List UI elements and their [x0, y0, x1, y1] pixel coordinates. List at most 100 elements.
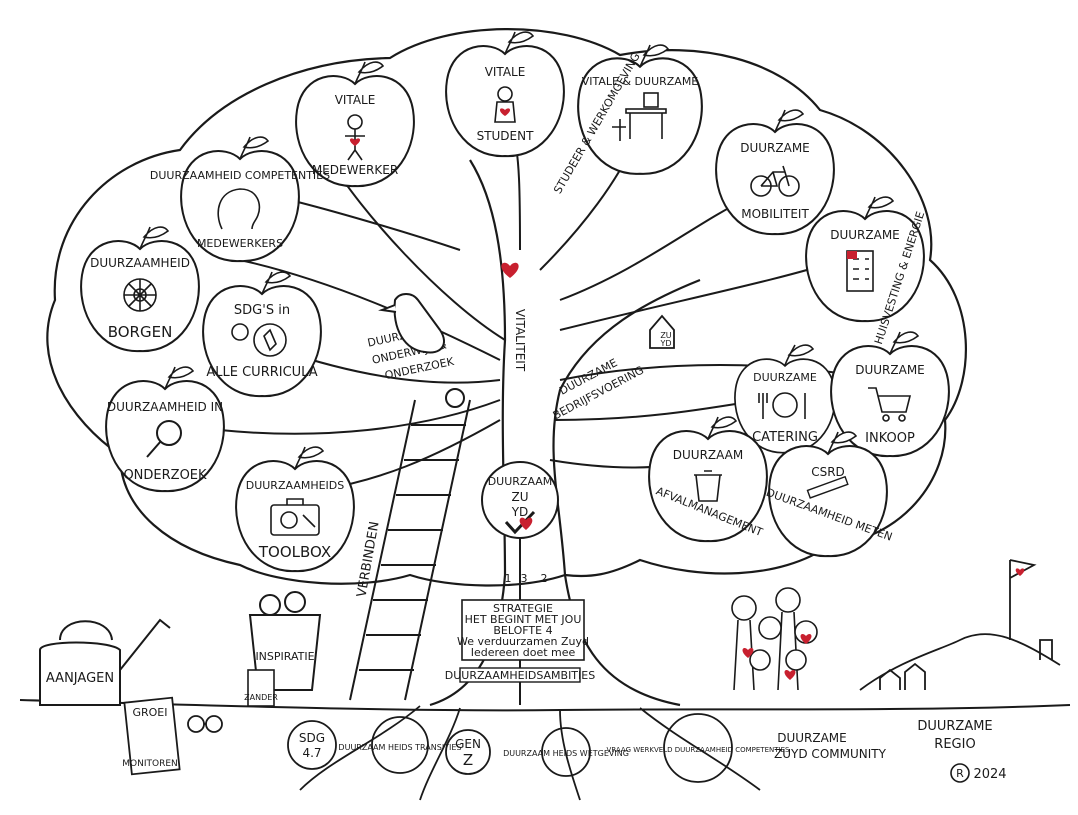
root-sdg: SDG — [299, 731, 325, 745]
ruler-icon — [806, 475, 849, 499]
apple-label-bottom: TOOLBOX — [258, 543, 331, 561]
apple-duurzaamheid-competenties: DUURZAAMHEID COMPETENTIES MEDEWERKERS — [150, 136, 330, 263]
apple-duurzame-inkoop: DUURZAME INKOOP — [830, 331, 950, 458]
apple-label-bottom: CATERING — [752, 430, 818, 445]
apple-label-top: VITALE — [335, 93, 376, 107]
bird-icon — [378, 293, 445, 354]
community-label-1: DUURZAME — [777, 731, 847, 745]
sign-line-1: STRATEGIE — [493, 602, 553, 615]
copyright-year: 2024 — [973, 767, 1006, 782]
heart-icon — [499, 108, 511, 116]
badge-line-3: YD — [511, 505, 529, 519]
copyright-mark: R — [956, 767, 964, 780]
apple-duurzaamheid-borgen: DUURZAAMHEID BORGEN — [80, 226, 200, 353]
apple-duurzame-mobiliteit: DUURZAME MOBILITEIT — [715, 109, 835, 236]
clipboard-icon: GROEI MONITOREN — [122, 696, 181, 776]
root-gen: GEN — [455, 737, 481, 751]
apple-sdgs-curricula: SDG'S in ALLE CURRICULA — [202, 271, 322, 398]
apple-label-bottom: MOBILITEIT — [741, 207, 809, 221]
tree-canopy — [46, 28, 967, 587]
sign-line-5: Iedereen doet mee — [471, 646, 576, 659]
badge-line-2: ZU — [511, 490, 528, 504]
head-icon — [217, 188, 261, 230]
plate-cutlery-icon — [758, 392, 806, 419]
apple-label-bottom: MEDEWERKER — [312, 163, 398, 177]
zander-box: ZANDER — [244, 669, 278, 707]
apple-label-top: DUURZAME — [830, 228, 900, 242]
apple-label-bottom: INKOOP — [865, 431, 915, 446]
sign-number-1: 1 — [505, 572, 512, 585]
apple-label-bottom: BORGEN — [108, 323, 173, 341]
apple-label-top: DUURZAAMHEID IN — [107, 400, 223, 414]
binoculars-icon — [187, 715, 223, 733]
heart-icon — [349, 138, 361, 146]
apple-label-top: DUURZAME — [855, 363, 925, 377]
apple-vitale-student: VITALE STUDENT — [445, 31, 565, 158]
person-icon — [494, 86, 516, 123]
copyright-circle — [950, 763, 970, 783]
watering-can-icon — [39, 618, 171, 706]
zuyd-birdhouse: ZU YD — [649, 314, 675, 349]
heart-icon — [519, 517, 533, 530]
root-z: Z — [463, 751, 473, 769]
sign-number-3: 2 — [541, 572, 548, 585]
apple-label-top: DUURZAAMHEID COMPETENTIES — [150, 169, 330, 182]
root-sdg-number: 4.7 — [302, 746, 321, 760]
magnifier-icon — [146, 420, 182, 458]
ladder — [349, 388, 471, 701]
ambitions-plaque: DUURZAAMHEIDSAMBITIES — [445, 669, 595, 682]
sign-line-2: HET BEGINT MET JOU — [465, 613, 582, 626]
roots — [287, 705, 761, 801]
desk-icon — [612, 92, 667, 141]
apple-label-top: SDG'S in — [234, 303, 290, 318]
badge-line-1: DUURZAAM — [488, 475, 553, 488]
apple-duurzaam-afvalmanagement: DUURZAAM AFVALMANAGEMENT — [648, 416, 768, 543]
apple-label-top: DUURZAAMHEID — [90, 256, 190, 270]
apple-duurzame-catering: DUURZAME CATERING — [734, 344, 836, 454]
apple-csrd-duurzaamheid-meten: CSRD DUURZAAMHEID METEN — [764, 431, 894, 558]
apple-label-top: VITALE — [485, 65, 526, 79]
region-label-1: DUURZAME — [917, 719, 992, 734]
wheel-icon — [123, 278, 157, 312]
apple-label-bottom: MEDEWERKERS — [197, 237, 283, 250]
community-label-2: ZUYD COMMUNITY — [774, 747, 887, 761]
apple-label-top: DUURZAAM — [673, 448, 743, 462]
toolbox-icon — [270, 498, 320, 536]
watering-can-label: AANJAGEN — [46, 671, 114, 686]
apple-vitale-duurzame-studeeromgeving: VITALE & DUURZAME STUDEER & WERKOMGEVING — [551, 44, 703, 196]
apple-label-bottom: ALLE CURRICULA — [206, 365, 317, 380]
heart-icon — [501, 262, 519, 278]
person-icon — [345, 114, 365, 161]
apple-label-top: DUURZAME — [740, 141, 810, 155]
root-werkveld: VRAAG WERKVELD DUURZAAMHEID COMPETENTIES — [607, 746, 790, 754]
sign-line-4: We verduurzamen Zuyd — [457, 635, 589, 648]
sign-number-2: 3 — [521, 572, 528, 585]
apple-duurzaamheids-toolbox: DUURZAAMHEIDS TOOLBOX — [235, 446, 355, 573]
heart-icon — [742, 647, 754, 658]
solar-panel-icon — [847, 251, 857, 259]
apple-label-top: CSRD — [811, 465, 845, 479]
house-sign-bottom: YD — [659, 339, 671, 348]
apple-duurzame-huisvesting: DUURZAME HUISVESTING & ENERGIE — [805, 196, 927, 346]
heart-icon — [800, 633, 812, 644]
cart-icon — [868, 387, 912, 422]
heart-icon — [784, 669, 796, 680]
apple-label-bottom: ONDERZOEK — [123, 468, 207, 483]
apple-label-top: DUURZAME — [753, 371, 817, 384]
trunk-word: VITALITEIT — [513, 309, 527, 372]
compass-icon — [231, 323, 287, 357]
bucket-label: INSPIRATIE — [255, 650, 314, 663]
duurzaam-zuyd-badge: DUURZAAM ZU YD — [481, 461, 559, 539]
region-landscape — [859, 559, 1061, 691]
sign-line-3: BELOFTE 4 — [493, 624, 552, 637]
apple-duurzaamheid-onderzoek: DUURZAAMHEID IN ONDERZOEK — [105, 366, 225, 493]
apple-label-top: DUURZAAMHEIDS — [246, 479, 345, 492]
flag-icon — [1015, 568, 1025, 576]
root-transities: DUURZAAM HEIDS TRANSITIES — [338, 743, 461, 752]
root-wetgeving: DUURZAAM HEIDS WETGEVING — [503, 749, 629, 758]
house-sign-top: ZU — [660, 331, 671, 340]
apple-vitale-medewerker: VITALE MEDEWERKER — [295, 61, 415, 188]
region-label-2: REGIO — [934, 737, 975, 752]
ladder-label: VERBINDEN — [355, 520, 383, 598]
